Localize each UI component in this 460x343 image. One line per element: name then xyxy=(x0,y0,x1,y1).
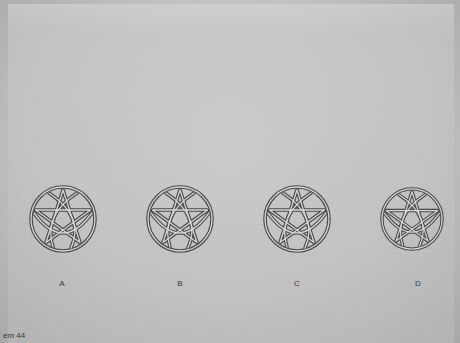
paper-sheet xyxy=(8,4,454,343)
item-number: em 44 xyxy=(3,331,25,341)
option-letter: A xyxy=(59,279,64,289)
knot-figure xyxy=(31,187,95,251)
knot-figure xyxy=(265,187,329,251)
option-letter: D xyxy=(415,279,421,289)
option-letter: C xyxy=(294,279,300,289)
option-letter: B xyxy=(177,279,182,289)
knot-figure xyxy=(148,187,212,251)
knot-figure xyxy=(382,189,442,249)
